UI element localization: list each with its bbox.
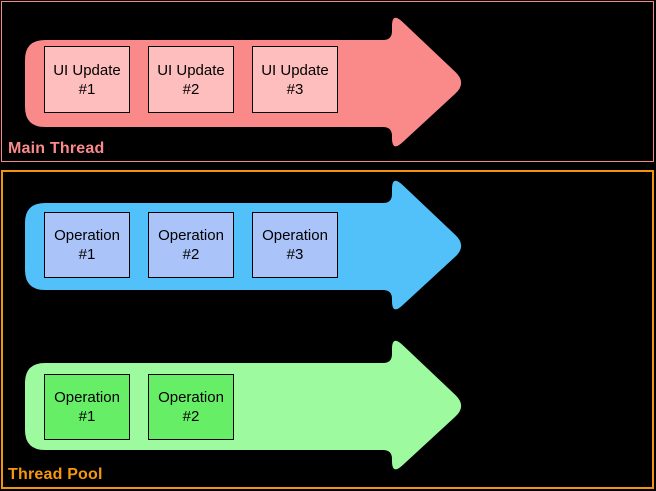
pool-queue2-box-2: Operation #2 (148, 374, 234, 440)
task-box-label: Operation #1 (54, 389, 120, 425)
task-box-label: UI Update #3 (261, 61, 329, 98)
thread-pool-section-frame (1, 170, 654, 489)
thread-pool-label: Thread Pool (8, 466, 103, 483)
main-task-box-1: UI Update #1 (44, 46, 130, 113)
pool-queue1-box-2: Operation #2 (148, 212, 234, 278)
main-task-box-3: UI Update #3 (252, 46, 338, 113)
task-box-label: Operation #1 (54, 227, 120, 263)
pool-queue1-box-1: Operation #1 (44, 212, 130, 278)
task-box-label: UI Update #1 (53, 61, 121, 98)
task-box-label: UI Update #2 (157, 61, 225, 98)
pool-queue2-box-1: Operation #1 (44, 374, 130, 440)
task-box-label: Operation #2 (158, 389, 224, 425)
pool-queue1-box-3: Operation #3 (252, 212, 338, 278)
task-box-label: Operation #2 (158, 227, 224, 263)
main-task-box-2: UI Update #2 (148, 46, 234, 113)
task-box-label: Operation #3 (262, 227, 328, 263)
main-thread-label: Main Thread (8, 140, 105, 157)
main-thread-section-frame (1, 1, 654, 162)
